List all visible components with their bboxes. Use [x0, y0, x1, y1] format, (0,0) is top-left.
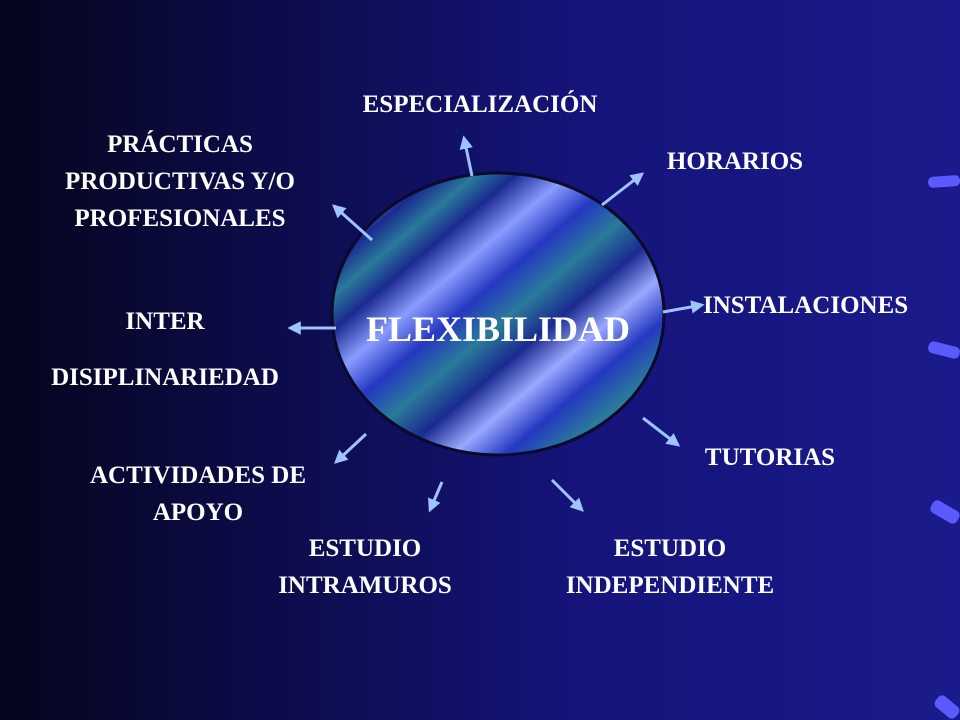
label-line: PRODUCTIVAS Y/O: [65, 168, 295, 195]
arrow-practicas: [331, 204, 374, 242]
flexibilidad-circle: [330, 171, 666, 457]
edge-dash: [930, 500, 960, 524]
label-line: INTRAMUROS: [278, 572, 452, 599]
label-line: PRÁCTICAS: [107, 131, 253, 158]
arrow-especializacion: [459, 135, 474, 177]
edge-dash: [928, 175, 960, 188]
arrow-actividades-apoyo: [334, 432, 368, 464]
label-tutorias: TUTORIAS: [660, 439, 880, 476]
arrow-estudio-independiente: [550, 478, 584, 512]
label-estudio-independiente: ESTUDIO INDEPENDIENTE: [520, 530, 820, 604]
arrow-instalaciones: [662, 300, 705, 314]
label-line: INDEPENDIENTE: [565, 572, 775, 599]
label-estudio-intramuros: ESTUDIO INTRAMUROS: [230, 530, 500, 604]
label-practicas: PRÁCTICAS PRODUCTIVAS Y/O PROFESIONALES: [20, 126, 340, 237]
label-line: INSTALACIONES: [703, 292, 909, 319]
edge-dash: [928, 341, 960, 359]
label-line: ESTUDIO: [613, 535, 727, 562]
arrow-horarios: [601, 172, 645, 207]
edge-dash: [934, 695, 960, 719]
label-horarios: HORARIOS: [620, 143, 850, 180]
label-line: ACTIVIDADES DE: [89, 462, 306, 489]
label-line: ESTUDIO: [308, 535, 422, 562]
label-line: HORARIOS: [666, 148, 804, 175]
arrow-estudio-intramuros: [428, 481, 444, 513]
label-line: DISIPLINARIEDAD: [51, 364, 279, 391]
label-actividades-apoyo: ACTIVIDADES DE APOYO: [50, 457, 346, 531]
label-line: APOYO: [152, 499, 244, 526]
center-label: FLEXIBILIDAD: [366, 309, 630, 349]
label-line: INTER: [125, 308, 205, 335]
label-especializacion: ESPECIALIZACIÓN: [300, 86, 660, 123]
label-line: ESPECIALIZACIÓN: [362, 91, 598, 118]
label-line: TUTORIAS: [704, 444, 836, 471]
label-interdisciplinariedad: INTER DISIPLINARIEDAD: [10, 294, 320, 406]
label-instalaciones: INSTALACIONES: [703, 287, 959, 324]
label-line: PROFESIONALES: [74, 205, 286, 232]
arrow-tutorias: [642, 416, 681, 447]
